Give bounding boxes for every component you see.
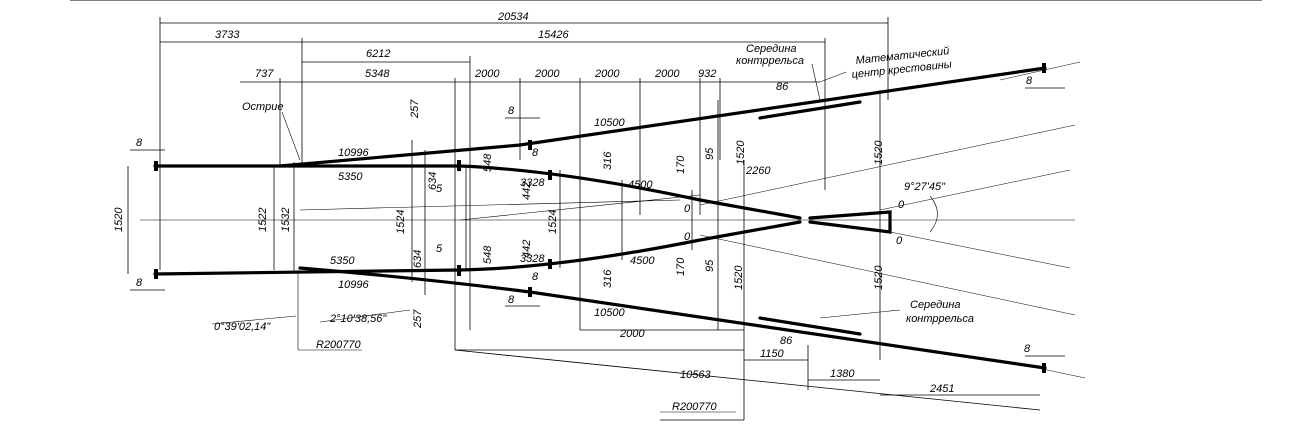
dim-5348: 5348 <box>365 68 390 80</box>
dim-316-a: 316 <box>602 151 614 170</box>
dim-86-top: 86 <box>776 81 789 93</box>
len-5350-bottom: 5350 <box>330 255 355 267</box>
frog-point-top <box>808 210 892 234</box>
dim-442-b: 442 <box>521 240 533 258</box>
gap-8-h: 8 <box>1024 343 1031 355</box>
dim-1380: 1380 <box>830 368 855 380</box>
label-radius-1: R200770 <box>316 339 362 351</box>
label-radius-2: R200770 <box>672 401 718 413</box>
dim-2000-bottom: 2000 <box>619 328 645 340</box>
gap-8-f: 8 <box>508 294 515 306</box>
label-angle-switch-1: 0°39'02,14" <box>214 321 271 333</box>
dim-170-a: 170 <box>675 155 687 174</box>
zero-1: 0 <box>684 203 691 215</box>
gauge-1522: 1522 <box>257 208 269 232</box>
len-4500-bottom: 4500 <box>630 255 655 267</box>
rail-joints <box>154 63 1046 373</box>
dim-170-b: 170 <box>675 257 687 276</box>
label-seredina-bottom-2: контррельса <box>906 313 974 325</box>
len-10996-bottom: 10996 <box>338 279 369 291</box>
dim-548-a: 548 <box>482 153 494 172</box>
small-dimensions: 8 8 8 8 8 8 8 8 257 257 5 5 86 86 0 0 0 … <box>130 75 1065 357</box>
dim-634-b: 634 <box>412 250 424 268</box>
dim-2451: 2451 <box>929 383 954 395</box>
dim-6212: 6212 <box>366 48 390 60</box>
dim-2000-b: 2000 <box>534 68 560 80</box>
dim-548-b: 548 <box>482 245 494 264</box>
gap-8-a: 8 <box>136 137 143 149</box>
label-frog-angle: 9°27'45" <box>904 181 946 193</box>
wing-rail-bottom <box>458 220 802 272</box>
zero-4: 0 <box>896 235 903 247</box>
gauge-1520-a: 1520 <box>735 140 747 165</box>
dim-5-top: 5 <box>436 183 443 195</box>
dim-737: 737 <box>255 68 274 80</box>
dim-257-top: 257 <box>409 99 421 119</box>
dim-10563: 10563 <box>680 369 711 381</box>
gauge-1520-c: 1520 <box>733 265 745 290</box>
bottom-dimension-chain: 2000 10563 1150 1380 2451 <box>454 328 1041 421</box>
dim-442-a: 442 <box>521 182 533 200</box>
len-4500-top: 4500 <box>628 179 653 191</box>
rail-length-labels: 10996 5350 5350 10996 10500 10500 3328 3… <box>330 117 771 319</box>
dim-316-b: 316 <box>602 269 614 288</box>
gauge-dimensions: 1520 1522 1532 1524 1524 634 634 548 548… <box>113 90 885 420</box>
gap-8-g: 8 <box>1026 75 1033 87</box>
dim-2000-a: 2000 <box>474 68 500 80</box>
len-5350-top: 5350 <box>338 171 363 183</box>
len-2260: 2260 <box>745 165 771 177</box>
annotations: Острие Середина контррельса Математическ… <box>211 43 974 413</box>
zero-3: 0 <box>898 199 905 211</box>
zero-2: 0 <box>684 231 691 243</box>
dim-15426: 15426 <box>538 29 569 41</box>
dim-95-a: 95 <box>704 147 716 160</box>
gap-8-c: 8 <box>508 105 515 117</box>
len-10500-top: 10500 <box>594 117 625 129</box>
label-seredina-top-2: контррельса <box>736 55 804 67</box>
label-angle-switch-2: 2°10'38,56" <box>329 313 387 325</box>
gauge-1520-b: 1520 <box>873 140 885 165</box>
gauge-1524-a: 1524 <box>395 210 407 234</box>
guard-rail-bottom <box>758 316 862 336</box>
label-seredina-top-1: Середина <box>746 43 797 55</box>
dim-2000-d: 2000 <box>654 68 680 80</box>
gauge-1520-d: 1520 <box>873 265 885 290</box>
len-10500-bottom: 10500 <box>594 307 625 319</box>
len-3328-bottom: 3328 <box>520 253 545 265</box>
gauge-1532: 1532 <box>280 208 292 232</box>
gap-8-e: 8 <box>532 271 539 283</box>
dim-634-a: 634 <box>427 172 439 190</box>
len-10996-top: 10996 <box>338 147 369 159</box>
rail-diverging-top <box>278 66 1047 168</box>
dim-86-bottom: 86 <box>780 335 793 347</box>
label-seredina-bottom-1: Середина <box>910 299 961 311</box>
dim-257-bottom: 257 <box>412 309 424 329</box>
dim-2000-c: 2000 <box>594 68 620 80</box>
dim-5-bottom: 5 <box>436 243 443 255</box>
top-dimension-chain: 20534 3733 15426 6212 737 5348 2000 2000… <box>159 11 889 350</box>
dim-932: 932 <box>698 68 716 80</box>
dim-20534: 20534 <box>497 11 529 23</box>
len-3328-top: 3328 <box>520 177 545 189</box>
label-ostrie: Острие <box>242 101 283 113</box>
rail-left-bottom <box>153 268 462 276</box>
dim-1150: 1150 <box>760 348 785 360</box>
guard-rail-top <box>758 100 862 120</box>
gap-8-b: 8 <box>136 277 143 289</box>
gauge-1524-b: 1524 <box>547 210 559 234</box>
wing-rail-top <box>458 164 802 220</box>
gauge-1520-left: 1520 <box>113 207 125 232</box>
dim-95-b: 95 <box>704 259 716 272</box>
dim-3733: 3733 <box>215 29 240 41</box>
gap-8-d: 8 <box>532 147 539 159</box>
